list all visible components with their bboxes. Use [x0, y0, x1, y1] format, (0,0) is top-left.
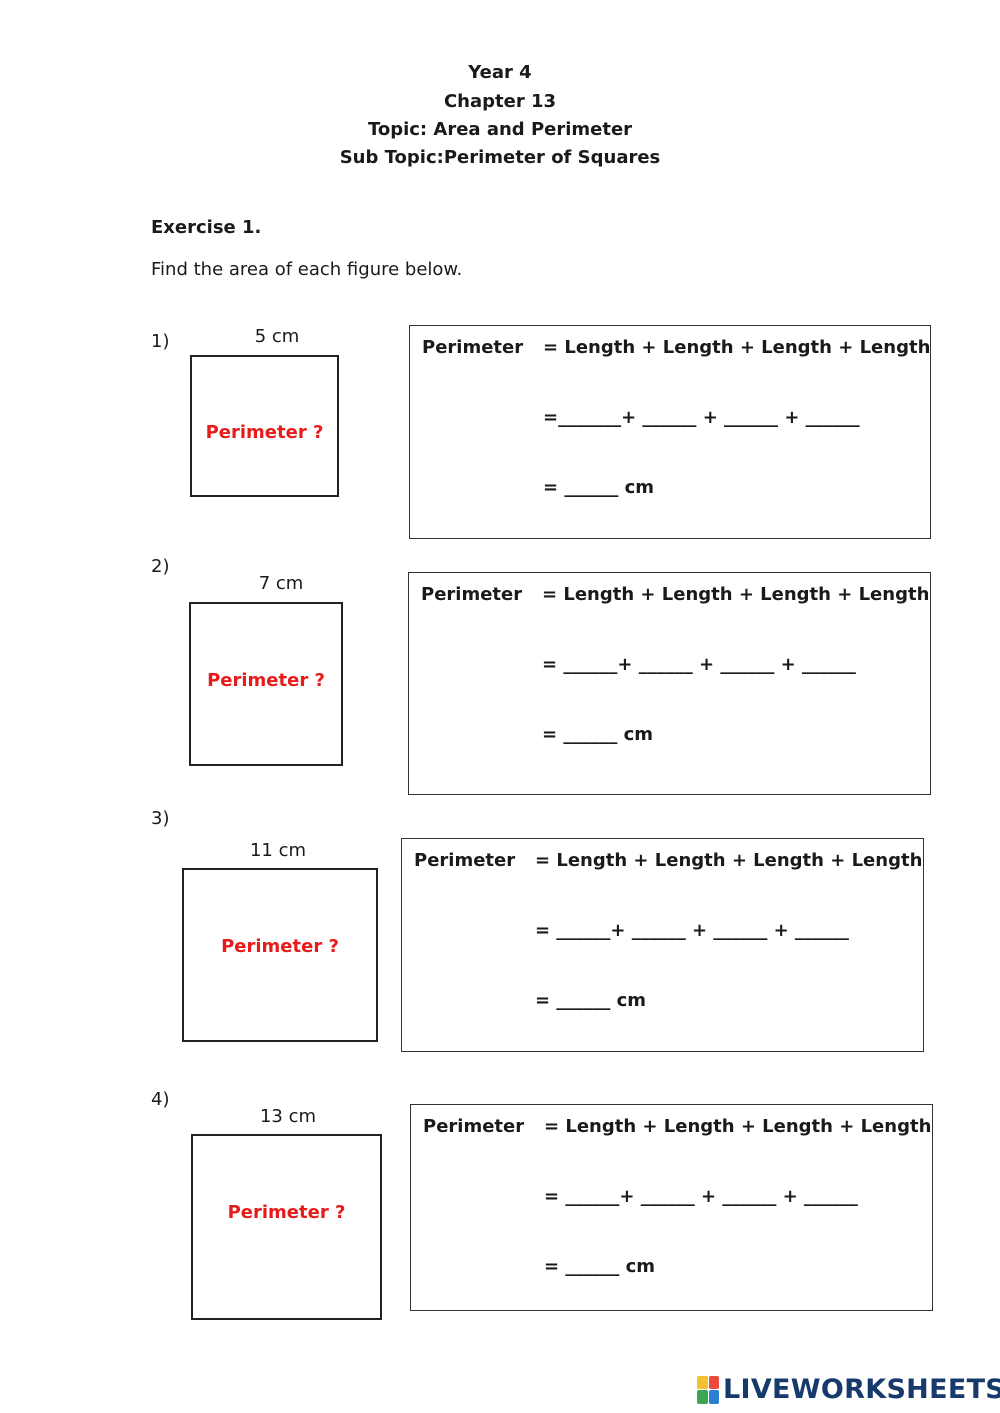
question-number: 3) [151, 808, 170, 829]
question-number: 1) [151, 331, 170, 352]
square-side-length: 7 cm [258, 573, 304, 594]
square-figure: Perimeter ? [191, 1134, 382, 1320]
square-perimeter-label: Perimeter ? [207, 670, 325, 691]
logo-tile [708, 1390, 719, 1404]
fill-in-lengths[interactable]: = ______+ ______ + ______ + ______ [544, 1186, 858, 1207]
liveworksheets-logo: LIVEWORKSHEETS [697, 1374, 1000, 1405]
square-side-length: 11 cm [249, 840, 307, 861]
logo-tile [697, 1390, 708, 1404]
question-number: 4) [151, 1089, 170, 1110]
fill-in-result[interactable]: = ______ cm [543, 477, 655, 498]
logo-tile [708, 1375, 719, 1389]
perimeter-label: Perimeter [414, 850, 516, 871]
fill-in-result[interactable]: = ______ cm [535, 990, 647, 1011]
square-perimeter-label: Perimeter ? [227, 1202, 346, 1223]
liveworksheets-logo-icon [697, 1375, 719, 1404]
answer-box: Perimeter = Length + Length + Length + L… [410, 1104, 933, 1311]
fill-in-result[interactable]: = ______ cm [544, 1256, 656, 1277]
fill-in-lengths[interactable]: = ______+ ______ + ______ + ______ [535, 920, 849, 941]
perimeter-label: Perimeter [422, 337, 524, 358]
formula-line: = Length + Length + Length + Length [544, 1116, 932, 1137]
square-figure: Perimeter ? [182, 868, 378, 1042]
answer-box: Perimeter = Length + Length + Length + L… [409, 325, 931, 539]
square-side-length: 5 cm [254, 326, 300, 347]
square-perimeter-label: Perimeter ? [205, 422, 324, 443]
fill-in-result[interactable]: = ______ cm [542, 724, 654, 745]
formula-line: = Length + Length + Length + Length [542, 584, 930, 605]
logo-text: LIVEWORKSHEETS [723, 1374, 1000, 1405]
exercise-title: Exercise 1. [151, 217, 262, 238]
fill-in-lengths[interactable]: = ______+ ______ + ______ + ______ [542, 654, 856, 675]
square-side-length: 13 cm [259, 1106, 317, 1127]
perimeter-label: Perimeter [421, 584, 523, 605]
worksheet-year: Year 4 [468, 62, 532, 83]
exercise-instruction: Find the area of each figure below. [151, 259, 463, 280]
worksheet-subtopic: Sub Topic:Perimeter of Squares [339, 147, 661, 168]
fill-in-lengths[interactable]: =_______+ ______ + ______ + ______ [543, 407, 860, 428]
square-figure: Perimeter ? [190, 355, 339, 497]
logo-tile [697, 1375, 708, 1389]
answer-box: Perimeter = Length + Length + Length + L… [408, 572, 931, 795]
worksheet-chapter: Chapter 13 [443, 91, 557, 112]
square-figure: Perimeter ? [189, 602, 343, 766]
formula-line: = Length + Length + Length + Length [535, 850, 923, 871]
worksheet-topic: Topic: Area and Perimeter [367, 119, 633, 140]
answer-box: Perimeter = Length + Length + Length + L… [401, 838, 924, 1052]
square-perimeter-label: Perimeter ? [221, 936, 339, 957]
question-number: 2) [151, 556, 170, 577]
perimeter-label: Perimeter [423, 1116, 525, 1137]
formula-line: = Length + Length + Length + Length [543, 337, 931, 358]
